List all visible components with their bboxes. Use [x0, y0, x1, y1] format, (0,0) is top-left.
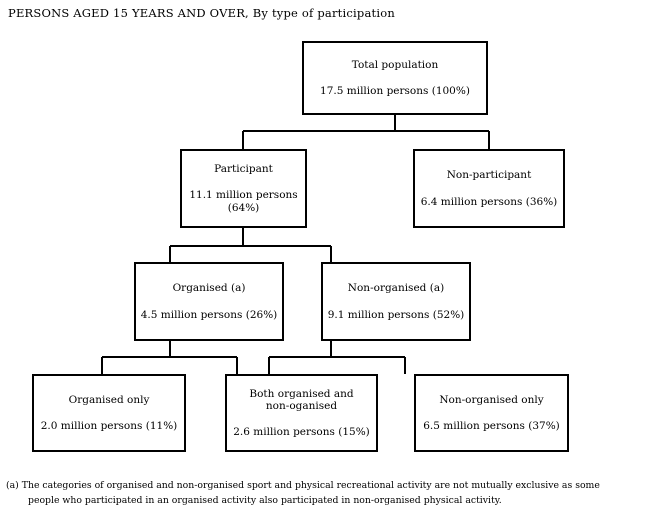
node-organised-only[interactable]: Organised only 2.0 million persons (11%) [32, 374, 186, 452]
node-value: 4.5 million persons (26%) [140, 308, 278, 321]
node-label: Both organised and non-oganised [249, 388, 354, 413]
node-value: 17.5 million persons (100%) [320, 85, 470, 97]
node-label: Non-organised only [439, 393, 544, 406]
node-total-population[interactable]: Total population 17.5 million persons (1… [302, 41, 488, 115]
node-participant[interactable]: Participant 11.1 million persons (64%) [180, 149, 307, 228]
node-label: Non-participant [446, 169, 532, 182]
node-organised[interactable]: Organised (a) 4.5 million persons (26%) [134, 262, 284, 341]
footnote: (a) The categories of organised and non-… [6, 478, 626, 509]
node-non-participant[interactable]: Non-participant 6.4 million persons (36%… [413, 149, 565, 228]
footnote-line-2: people who participated in an organised … [28, 495, 502, 507]
node-value: 6.5 million persons (37%) [423, 420, 560, 432]
node-non-organised-only[interactable]: Non-organised only 6.5 million persons (… [414, 374, 569, 452]
node-label: Organised (a) [172, 282, 246, 295]
node-label: Organised only [68, 393, 150, 406]
node-value: 2.6 million persons (15%) [233, 425, 370, 438]
page-title: PERSONS AGED 15 YEARS AND OVER, By type … [8, 6, 395, 20]
node-value: 11.1 million persons (64%) [189, 189, 298, 214]
node-label: Total population [351, 58, 439, 71]
node-both-organised-and-non-organised[interactable]: Both organised and non-oganised 2.6 mill… [225, 374, 378, 452]
footnote-line-1: (a) The categories of organised and non-… [6, 480, 600, 491]
node-label: Non-organised (a) [347, 282, 445, 295]
node-label: Participant [214, 163, 273, 176]
node-value: 6.4 million persons (36%) [420, 195, 558, 208]
node-value: 2.0 million persons (11%) [40, 420, 178, 432]
node-value: 9.1 million persons (52%) [327, 308, 465, 321]
node-non-organised[interactable]: Non-organised (a) 9.1 million persons (5… [321, 262, 471, 341]
